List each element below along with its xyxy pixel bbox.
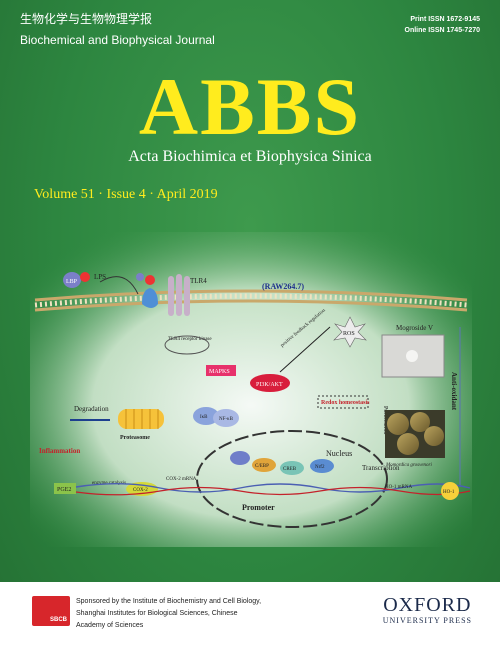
issn-print: Print ISSN 1672-9145 — [410, 16, 480, 23]
cover-footer: SBCB Sponsored by the Institute of Bioch… — [0, 582, 500, 649]
nfkb-ikb-complex — [193, 407, 239, 427]
journal-logo: ABBS — [138, 61, 362, 152]
lps-node — [80, 272, 90, 282]
lps-arrow — [99, 276, 139, 295]
pge2-node — [54, 483, 76, 494]
cover-illustration: LBP LPS TLR4 (RAW264.7) TLR4 receptor ki… — [30, 232, 472, 547]
ikb-label: IκB — [200, 415, 208, 420]
feedback-arrow — [279, 326, 331, 373]
mapks-node — [206, 365, 236, 376]
sbcb-logo-text: SBCB — [49, 617, 67, 623]
publisher-name: OXFORD — [383, 594, 472, 616]
mogroside-label: Mogroside V — [396, 324, 433, 332]
mapks-label: MAPKS — [209, 369, 230, 375]
inflammation-label: Inflammation — [39, 447, 80, 455]
volume-issue-date: Volume 51 · Issue 4 · April 2019 — [34, 187, 218, 202]
ros-node — [333, 316, 367, 348]
publisher-logo: OXFORD UNIVERSITY PRESS — [383, 594, 472, 626]
journal-subtitle: Acta Biochimica et Biophysica Sinica — [128, 148, 372, 165]
sbcb-logo: SBCB — [32, 596, 70, 626]
ho1-label: HO-1 — [443, 490, 455, 495]
cox2-mrna-label: COX-2 mRNA — [166, 477, 197, 482]
journal-title-chinese: 生物化学与生物物理学报 — [20, 12, 153, 26]
nrf2-label: Nrf2 — [315, 465, 325, 470]
pge2-label: PGE2 — [57, 487, 71, 493]
tlr4-kinase-node — [164, 335, 210, 355]
pi3k-akt-label: PI3K/AKT — [256, 382, 283, 388]
tlr4-receptor — [136, 273, 190, 316]
cox2-label: COX-2 — [133, 488, 148, 493]
journal-title-english: Biochemical and Biophysical Journal — [20, 33, 215, 47]
ros-label: ROS — [343, 331, 355, 337]
momordica-label: Momordica grosvenori — [385, 463, 432, 468]
tlr4-kinase-label: TLR4 receptor kinase — [168, 337, 212, 342]
transcription-factors — [230, 451, 334, 475]
publisher-subname: UNIVERSITY PRESS — [382, 616, 472, 625]
proteasome — [118, 409, 164, 429]
cebp-label: C/EBP — [255, 464, 269, 469]
momordica-fruit-image — [385, 410, 445, 458]
ho1-node — [441, 482, 459, 500]
transcription-label: Transcription — [362, 464, 400, 472]
redox-label: Redox homeostasis — [321, 400, 370, 406]
redox-box — [317, 395, 369, 409]
proteasome-label: Proteasome — [120, 435, 150, 441]
cell-membrane — [34, 289, 468, 312]
issn-block: Print ISSN 1672-9145 Online ISSN 1745-72… — [405, 14, 480, 36]
issn-online: Online ISSN 1745-7270 — [404, 27, 480, 34]
tlr4-label: TLR4 — [190, 277, 207, 285]
ho1-mrna-label: HO-1 mRNA — [385, 485, 412, 490]
mogroside-powder — [406, 350, 418, 362]
nfkb-label: NF-κB — [219, 417, 234, 422]
antioxidant-label: Anti-oxidant — [450, 372, 458, 411]
dna-strand — [75, 483, 471, 496]
promoter-label: Promoter — [242, 503, 275, 512]
sponsor-text: Sponsored by the Institute of Biochemist… — [76, 598, 262, 629]
nucleus-envelope — [196, 430, 388, 528]
nucleus-label: Nucleus — [326, 449, 352, 458]
lbp-label: LBP — [66, 279, 78, 285]
lbp-node — [63, 272, 81, 288]
creb-label: CREB — [283, 467, 297, 472]
lps-label: LPS — [94, 273, 106, 281]
pi3k-akt-node — [250, 374, 290, 392]
degradation-label: Degradation — [74, 405, 109, 413]
cell-line-label: (RAW264.7) — [262, 282, 304, 291]
